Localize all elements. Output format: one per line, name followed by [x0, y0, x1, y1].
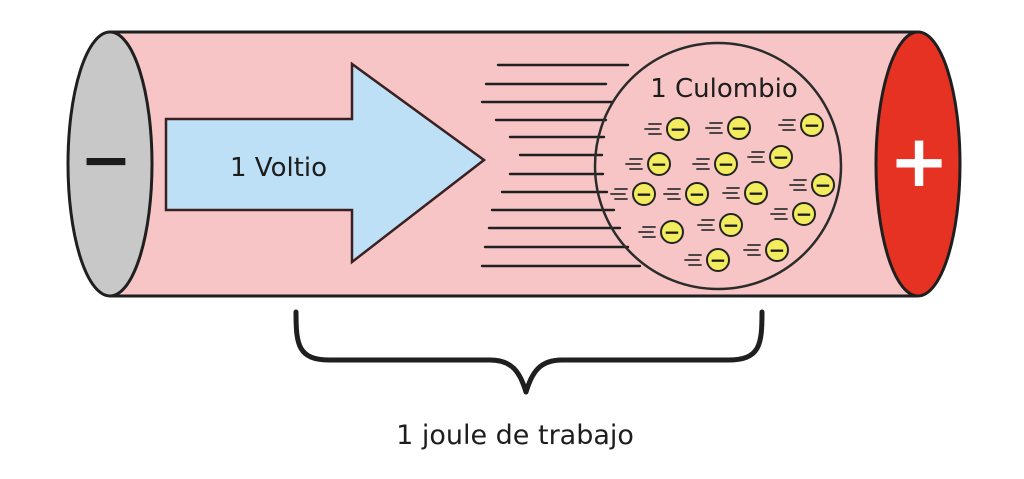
- electron-minus-symbol: −: [718, 152, 735, 176]
- electron-circle: [685, 182, 709, 206]
- electron: −: [684, 248, 730, 272]
- negative-terminal-symbol: −: [80, 123, 132, 196]
- electron: −: [722, 181, 768, 205]
- negative-terminal-end: [66, 30, 154, 298]
- work-bracket: [293, 309, 765, 395]
- electron-minus-symbol: −: [689, 182, 706, 206]
- electron: −: [743, 238, 789, 262]
- electron-circle: [660, 220, 684, 244]
- motion-lines: [480, 63, 642, 268]
- electron: −: [705, 116, 751, 140]
- electron-circle: [811, 173, 835, 197]
- arrow-label: 1 Voltio: [230, 153, 327, 183]
- electron: −: [610, 182, 656, 206]
- electron-circle: [792, 202, 816, 226]
- charge-circle: [593, 41, 843, 291]
- electron: −: [625, 152, 671, 176]
- electron-circle: [714, 152, 738, 176]
- electron-minus-symbol: −: [636, 182, 653, 206]
- electron-minus-symbol: −: [731, 116, 748, 140]
- electron-group: −−−−−−−−−−−−−−−: [610, 113, 835, 272]
- electron-circle: [765, 238, 789, 262]
- electron: −: [778, 113, 824, 137]
- electron: −: [644, 117, 690, 141]
- electron-minus-symbol: −: [796, 202, 813, 226]
- electron-minus-symbol: −: [710, 248, 727, 272]
- electron-minus-symbol: −: [769, 238, 786, 262]
- electron-minus-symbol: −: [773, 145, 790, 169]
- positive-terminal-end: [874, 30, 962, 298]
- electron-minus-symbol: −: [815, 173, 832, 197]
- electron: −: [770, 202, 816, 226]
- electron: −: [663, 182, 709, 206]
- electron: −: [638, 220, 684, 244]
- conductor-tube: [110, 30, 918, 298]
- electron-minus-symbol: −: [664, 220, 681, 244]
- electron-circle: [647, 152, 671, 176]
- electron-minus-symbol: −: [804, 113, 821, 137]
- electron-circle: [632, 182, 656, 206]
- electron-circle: [706, 248, 730, 272]
- electron-circle: [800, 113, 824, 137]
- electron-minus-symbol: −: [651, 152, 668, 176]
- bracket-label: 1 joule de trabajo: [396, 420, 634, 451]
- electron-minus-symbol: −: [670, 117, 687, 141]
- charge-label: 1 Culombio: [650, 74, 798, 104]
- voltage-arrow: [164, 61, 487, 265]
- electron-minus-symbol: −: [748, 181, 765, 205]
- electron-circle: [769, 145, 793, 169]
- positive-terminal-symbol: +: [889, 119, 949, 203]
- electron: −: [692, 152, 738, 176]
- electron-circle: [666, 117, 690, 141]
- electron: −: [747, 145, 793, 169]
- electron-circle: [727, 116, 751, 140]
- electron-circle: [744, 181, 768, 205]
- electron: −: [789, 173, 835, 197]
- tube-body: [110, 32, 918, 296]
- electron: −: [697, 213, 743, 237]
- electron-minus-symbol: −: [723, 213, 740, 237]
- electron-circle: [719, 213, 743, 237]
